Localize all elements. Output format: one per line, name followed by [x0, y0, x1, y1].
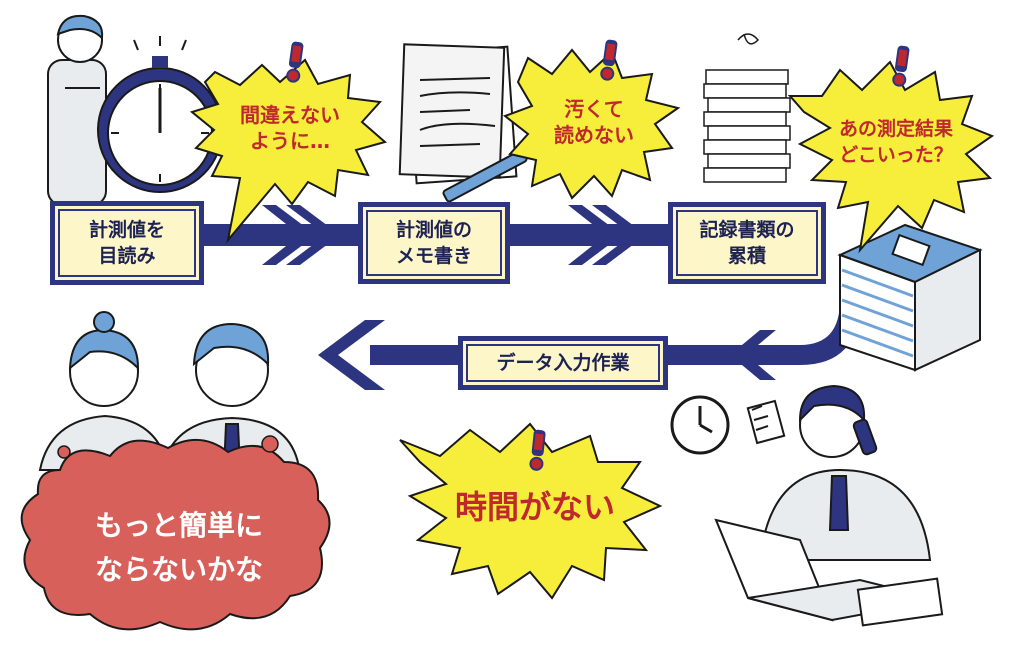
burst-line2: どこいった？ [839, 144, 953, 166]
phone-icon [852, 418, 878, 456]
burst-line1: 汚くて [564, 97, 624, 121]
burst-line2: ように… [250, 129, 330, 153]
step-label-line2: 目読み [98, 245, 156, 267]
burst-caption-where-result: あの測定結果 どこいった？ [818, 110, 974, 174]
paper-stack-icon [703, 33, 791, 183]
step-box-read-values: 計測値を 目読み [50, 201, 204, 285]
burst-line1: あの測定結果 [838, 118, 953, 140]
burst-line1: 時間がない [454, 488, 615, 526]
worker-figure [47, 14, 107, 206]
step-label-line2: メモ書き [395, 245, 472, 267]
laptop-icon [714, 518, 944, 627]
step-box-accumulate-records: 記録書類の 累積 [668, 202, 826, 284]
document-icon [398, 43, 518, 185]
return-flow-arrow [318, 260, 860, 390]
stopwatch-icon [97, 36, 223, 193]
exclamation-icon [286, 39, 910, 471]
burst-caption-mistakes: 間違えない ように… [222, 96, 358, 160]
burst-caption-illegible: 汚くて 読めない [534, 90, 654, 154]
thought-cloud [20, 435, 331, 631]
step-label-line1: 計測値の [395, 219, 472, 241]
step-label-line2: 累積 [727, 245, 766, 267]
cloud-caption: もっと簡単に ならないかな [44, 496, 314, 600]
cloud-line2: ならないかな [94, 553, 263, 586]
burst-line1: 間違えない [240, 103, 340, 127]
burst-line2: 読めない [554, 123, 634, 147]
step-box-data-entry: データ入力作業 [458, 336, 668, 390]
step-box-write-memo: 計測値の メモ書き [358, 202, 510, 284]
step-label-line1: 計測値を [88, 219, 165, 241]
binder-stack-icon [837, 223, 983, 372]
burst-caption-no-time: 時間がない [440, 484, 630, 530]
step-label: データ入力作業 [496, 352, 630, 374]
step-label-line1: 記録書類の [699, 219, 795, 241]
clock-icon [670, 395, 730, 455]
cloud-line1: もっと簡単に [94, 509, 263, 542]
busy-worker [746, 384, 932, 561]
burst-1 [189, 58, 388, 244]
